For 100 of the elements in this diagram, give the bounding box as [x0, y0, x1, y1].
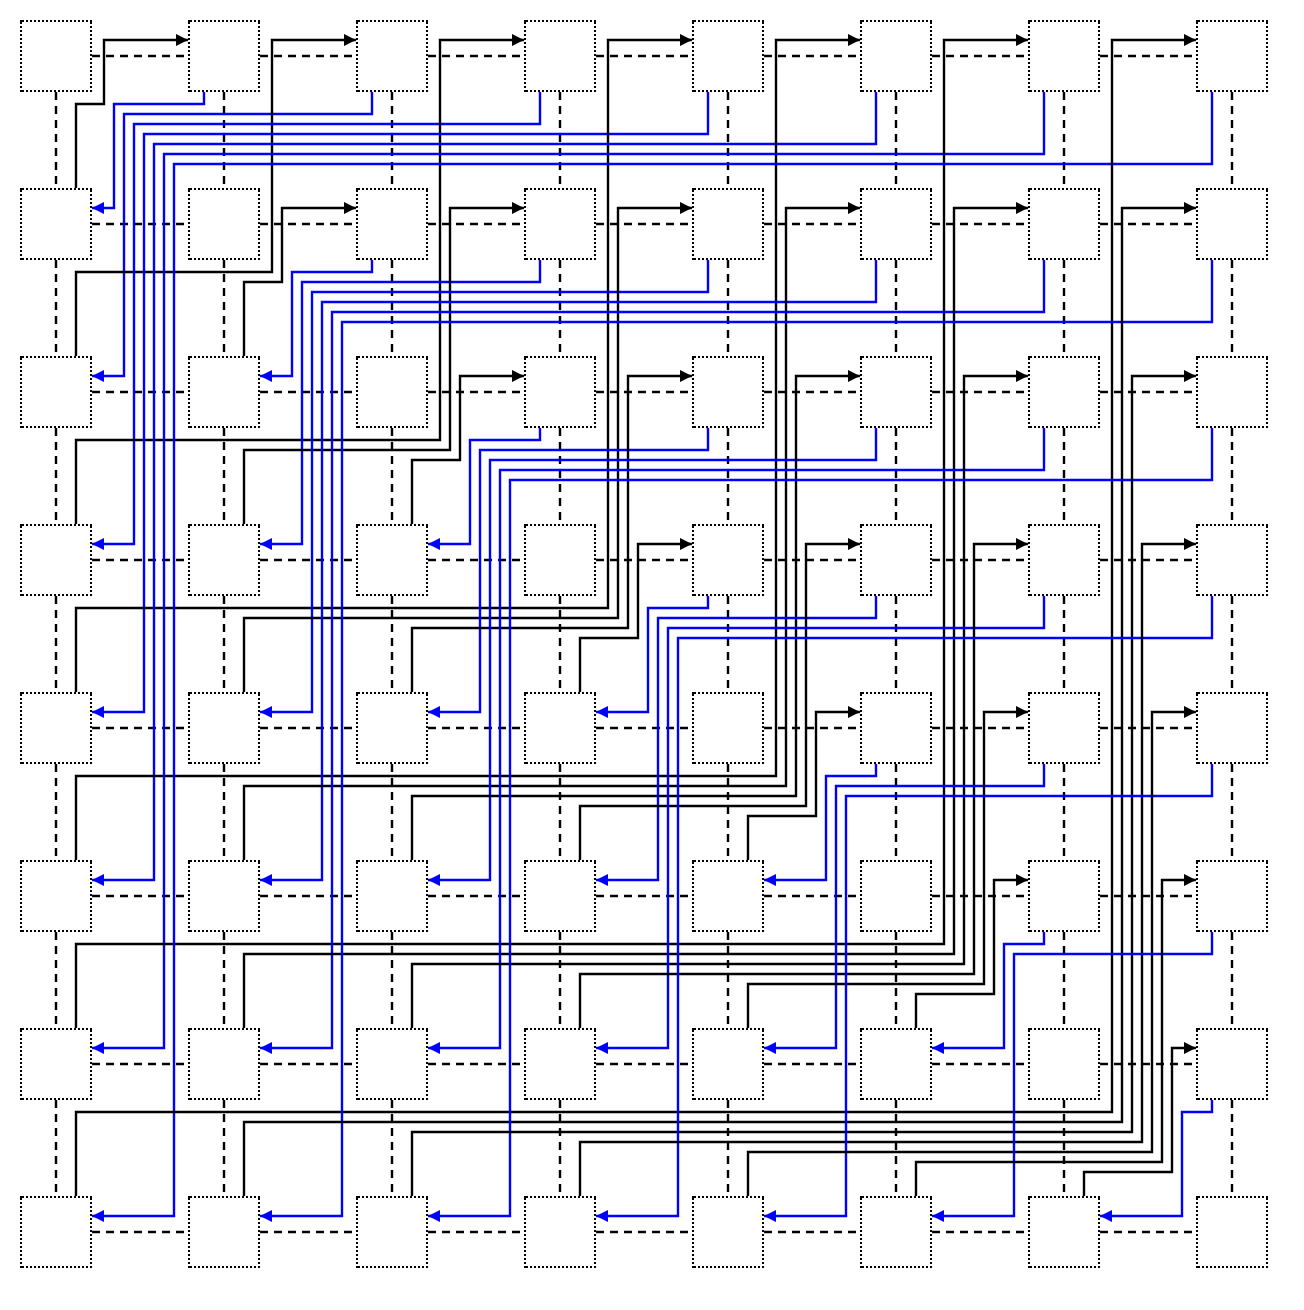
arrow: [764, 764, 1214, 1222]
arrow: [260, 260, 374, 382]
node-box: [1028, 20, 1100, 92]
arrow: [914, 874, 1028, 1028]
dashed-line: [1230, 260, 1234, 356]
arrow: [428, 428, 1046, 1054]
node-box: [860, 1028, 932, 1100]
dashed-line: [92, 390, 188, 394]
dashed-line: [92, 1230, 188, 1234]
node-box: [692, 692, 764, 764]
dashed-line: [428, 726, 524, 730]
node-box: [1196, 356, 1268, 428]
dashed-line: [428, 558, 524, 562]
dashed-line: [260, 558, 356, 562]
dashed-line: [428, 390, 524, 394]
arrow: [410, 370, 1028, 1028]
dashed-line: [260, 894, 356, 898]
dashed-line: [92, 54, 188, 58]
dashed-line: [1062, 428, 1066, 524]
dashed-line: [92, 894, 188, 898]
node-box: [692, 524, 764, 596]
arrow: [746, 706, 860, 860]
dashed-line: [260, 54, 356, 58]
dashed-line: [596, 1230, 692, 1234]
dashed-line: [558, 92, 562, 188]
node-box: [1196, 20, 1268, 92]
node-box: [20, 692, 92, 764]
dashed-line: [558, 260, 562, 356]
node-box: [188, 188, 260, 260]
dashed-line: [54, 596, 58, 692]
dashed-line: [260, 390, 356, 394]
node-box: [356, 1196, 428, 1268]
node-box: [524, 1196, 596, 1268]
dashed-line: [894, 92, 898, 188]
dashed-line: [1100, 558, 1196, 562]
dashed-line: [558, 596, 562, 692]
dashed-line: [1100, 390, 1196, 394]
dashed-line: [92, 726, 188, 730]
node-box: [524, 1028, 596, 1100]
dashed-line: [222, 428, 226, 524]
dashed-line: [764, 1230, 860, 1234]
node-box: [860, 524, 932, 596]
arrow: [92, 92, 542, 550]
arrow: [596, 596, 1046, 1054]
node-box: [524, 860, 596, 932]
dashed-line: [54, 1100, 58, 1196]
arrow: [74, 34, 356, 356]
dashed-line: [428, 1062, 524, 1066]
dashed-line: [390, 932, 394, 1028]
dashed-line: [894, 932, 898, 1028]
arrow: [242, 202, 860, 860]
node-box: [860, 692, 932, 764]
dashed-line: [558, 428, 562, 524]
node-box: [356, 1028, 428, 1100]
dashed-line: [764, 894, 860, 898]
dashed-line: [428, 1230, 524, 1234]
node-box: [356, 860, 428, 932]
dashed-line: [596, 390, 692, 394]
node-box: [1028, 692, 1100, 764]
dashed-line: [726, 428, 730, 524]
dashed-line: [596, 1062, 692, 1066]
node-box: [1196, 692, 1268, 764]
dashed-line: [1062, 932, 1066, 1028]
node-box: [692, 860, 764, 932]
node-box: [188, 1028, 260, 1100]
dashed-line: [894, 764, 898, 860]
dashed-line: [92, 1062, 188, 1066]
dashed-line: [260, 1230, 356, 1234]
dashed-line: [222, 1100, 226, 1196]
node-box: [20, 1196, 92, 1268]
node-box: [692, 20, 764, 92]
dashed-line: [932, 558, 1028, 562]
dashed-line: [54, 260, 58, 356]
arrow: [410, 370, 692, 692]
arrow: [74, 34, 692, 692]
dashed-line: [894, 428, 898, 524]
dashed-line: [428, 894, 524, 898]
dashed-line: [1230, 1100, 1234, 1196]
dashed-line: [260, 222, 356, 226]
dashed-line: [764, 1062, 860, 1066]
arrow: [596, 596, 878, 886]
dashed-line: [932, 54, 1028, 58]
dashed-line: [726, 764, 730, 860]
dashed-line: [764, 54, 860, 58]
node-box: [1196, 188, 1268, 260]
node-box: [860, 860, 932, 932]
dashed-line: [390, 260, 394, 356]
dashed-line: [54, 764, 58, 860]
dashed-line: [222, 260, 226, 356]
dashed-line: [260, 1062, 356, 1066]
node-box: [1196, 524, 1268, 596]
node-box: [860, 1196, 932, 1268]
arrow: [428, 428, 878, 886]
node-box: [188, 860, 260, 932]
dashed-line: [932, 222, 1028, 226]
dashed-line: [726, 92, 730, 188]
arrow: [74, 34, 524, 524]
node-box: [356, 356, 428, 428]
dashed-line: [932, 1062, 1028, 1066]
node-box: [20, 20, 92, 92]
